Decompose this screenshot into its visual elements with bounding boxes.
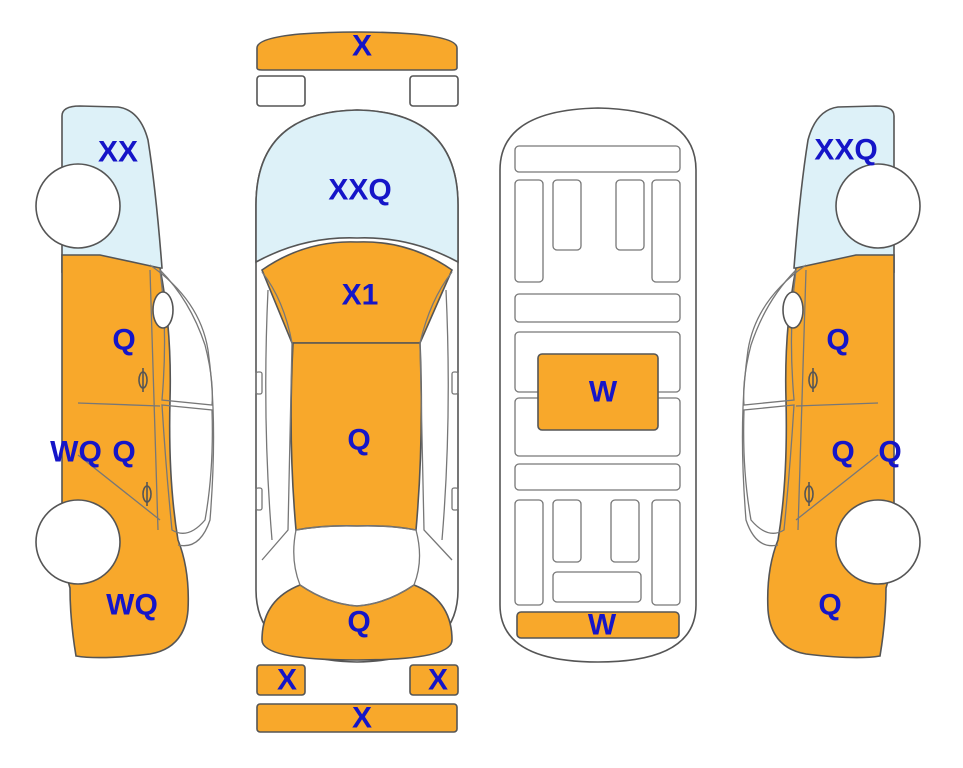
left-handle-rear [255, 487, 263, 511]
rear-right-light-part[interactable] [409, 664, 459, 696]
front-left-pocket [552, 179, 582, 251]
windshield-label: XXQ [328, 174, 391, 207]
rear-left-pocket [552, 499, 582, 563]
right-sill-label: Q [878, 436, 901, 469]
right-door-split [795, 402, 879, 407]
left-mirror-label: X [277, 664, 297, 697]
left-mirror-shape [152, 291, 174, 329]
right-side-labels: XXQ Q Q Q Q [814, 134, 901, 622]
front-bumper-label: X [352, 30, 372, 63]
rear-window-outline [293, 525, 421, 607]
right-front-wheel [835, 163, 921, 249]
rear-right-pocket [610, 499, 640, 563]
left-sill-label: WQ [50, 436, 102, 469]
right-door-line [441, 289, 449, 541]
front-crossmember [514, 145, 681, 173]
left-rear-door-label: Q [112, 436, 135, 469]
left-a-pillar [261, 271, 293, 561]
front-bumper-part[interactable] [256, 31, 458, 71]
right-front-door-label: Q [826, 324, 849, 357]
left-door-split [77, 402, 161, 407]
right-mirror-shape [782, 291, 804, 329]
floor-center-label: W [589, 376, 618, 409]
rear-bumper-label: X [352, 702, 372, 735]
floor-center-part[interactable] [537, 353, 659, 431]
rear-bumper-part[interactable] [256, 703, 458, 733]
floor-rear-part[interactable] [516, 611, 680, 639]
floor-rear-label: W [588, 609, 617, 642]
trunk-label: Q [347, 606, 370, 639]
left-side-view: XX Q WQ Q WQ [35, 105, 215, 659]
right-rear-window [742, 404, 795, 534]
right-mirror-label: X [428, 664, 448, 697]
left-door-line [265, 289, 273, 541]
right-rear-quarter-label: Q [818, 589, 841, 622]
front-right-rail [651, 179, 681, 283]
right-front-fender-label: XXQ [814, 134, 877, 167]
right-rear-handle-icon [804, 482, 814, 506]
left-rear-handle-icon [142, 482, 152, 506]
right-a-pillar [419, 271, 453, 561]
right-sill-line [795, 454, 879, 521]
top-view: X XXQ X1 Q Q X X X [255, 30, 459, 735]
left-rear-window [161, 404, 214, 534]
left-headlight-part[interactable] [256, 75, 306, 107]
left-rear-quarter-label: WQ [106, 589, 158, 622]
rear-left-rail [514, 499, 544, 606]
left-front-wheel [35, 163, 121, 249]
left-b-pillar [149, 269, 159, 531]
windshield-part[interactable] [255, 109, 459, 264]
right-headlight-part[interactable] [409, 75, 459, 107]
underbody-outline [499, 107, 697, 663]
rear-right-rail [651, 499, 681, 606]
hood-part[interactable] [261, 241, 453, 344]
left-handle [255, 371, 263, 395]
right-side-view [741, 105, 921, 659]
front-right-pocket [615, 179, 645, 251]
left-front-handle-icon [138, 368, 148, 392]
left-rear-wheel [35, 499, 121, 585]
left-sill-line [77, 454, 161, 521]
left-front-fender-label: XX [98, 136, 138, 169]
right-b-pillar [797, 269, 807, 531]
left-roof-line [149, 264, 215, 547]
hood-label: X1 [342, 279, 379, 312]
right-handle [451, 371, 459, 395]
right-rear-door-label: Q [831, 436, 854, 469]
front-left-rail [514, 179, 544, 283]
mid-crossmember [514, 293, 681, 323]
right-roof-line [741, 264, 807, 547]
right-front-handle-icon [808, 368, 818, 392]
roof-label: Q [347, 424, 370, 457]
rear-left-light-part[interactable] [256, 664, 306, 696]
right-rear-wheel [835, 499, 921, 585]
rear-crossmember [514, 463, 681, 491]
right-handle-rear [451, 487, 459, 511]
left-front-door-label: Q [112, 324, 135, 357]
underbody-view: W W [499, 107, 697, 663]
spare-tire-well [552, 571, 642, 603]
